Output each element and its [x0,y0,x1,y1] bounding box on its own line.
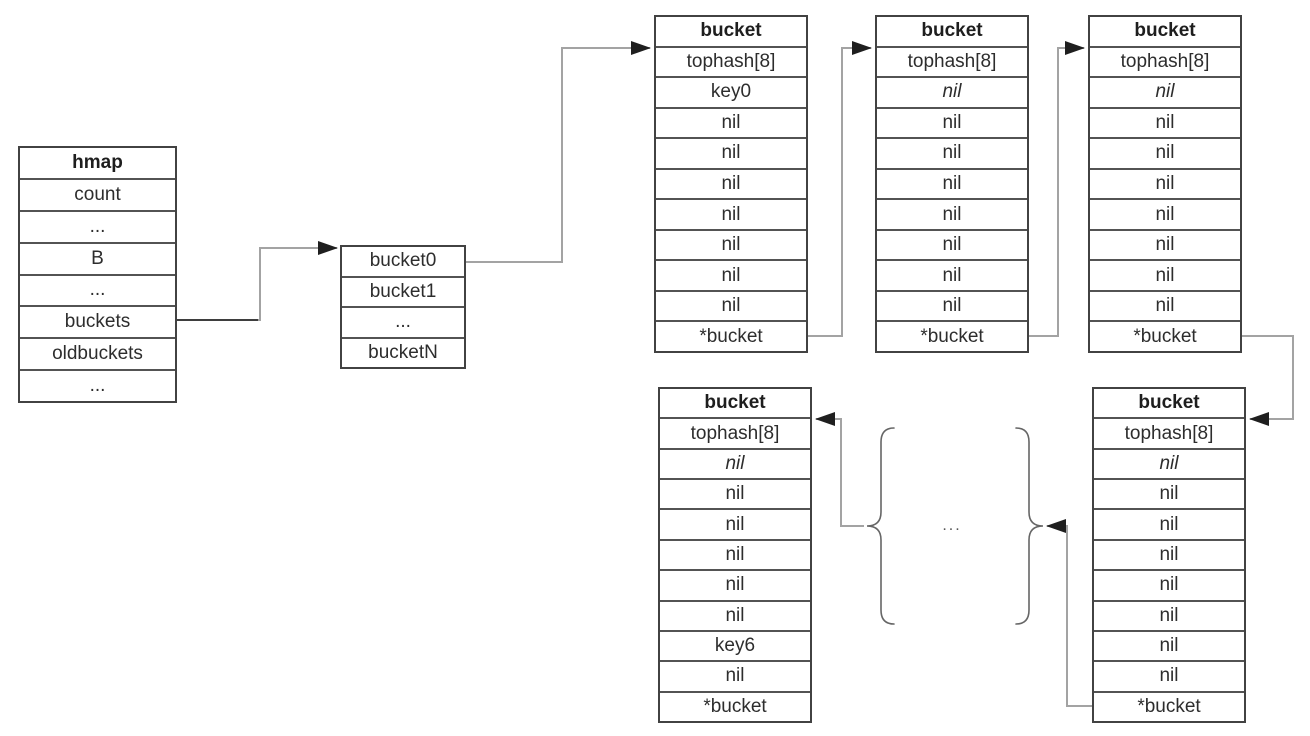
table-row: nil [656,139,806,170]
table-row: nil [1094,480,1244,511]
table-row: nil [877,261,1027,292]
table-row: B [20,244,175,276]
table-row: bucket1 [342,278,464,308]
table-row: nil [1094,632,1244,663]
table-row: nil [1094,541,1244,572]
right-brace [1015,427,1044,625]
table-row: tophash[8] [877,48,1027,79]
arrow-overflow-node2-to-node3 [1029,41,1085,337]
table-row: bucket0 [342,247,464,278]
table-row: nil [1094,571,1244,602]
arrow-bucket0-to-bucket-node-1 [466,41,651,263]
table-row: nil [660,480,810,511]
table-row: ... [89,375,106,397]
arrow-bottom-right-to-ellipsis [1046,519,1092,707]
table-header: bucket [660,389,810,420]
table-row: nil [660,571,810,602]
table-row: *bucket [1137,695,1201,717]
bucket-node-1: bucket tophash[8] key0 nil nil nil nil n… [654,15,808,353]
table-row: *bucket [1133,325,1197,347]
table-row: nil [1090,200,1240,231]
table-row: nil [1090,78,1240,109]
table-row: nil [877,78,1027,109]
table-row: nil [877,200,1027,231]
table-header: bucket [877,17,1027,48]
bucket-node-5: bucket tophash[8] nil nil nil nil nil ni… [1092,387,1246,723]
table-row: nil [656,170,806,201]
table-row: key0 [656,78,806,109]
table-row: nil [1090,139,1240,170]
table-row: nil [660,541,810,572]
table-row: nil [1094,510,1244,541]
table-row: nil [877,292,1027,323]
bucket-node-2: bucket tophash[8] nil nil nil nil nil ni… [875,15,1029,353]
table-row: nil [660,450,810,481]
table-row: *bucket [699,325,763,347]
arrow-ellipsis-to-bottom-left [815,412,864,527]
table-row: tophash[8] [660,419,810,450]
table-row: nil [656,261,806,292]
arrow-overflow-node1-to-node2 [808,41,872,337]
left-brace [866,427,895,625]
arrow-hmap-buckets-to-bucket-array [177,241,338,321]
table-row: nil [656,231,806,262]
table-row: nil [1090,231,1240,262]
hmap-table: hmap count ... B ... buckets oldbuckets … [18,146,177,403]
table-row: nil [656,200,806,231]
table-row: key6 [660,632,810,663]
table-row: bucketN [368,341,438,363]
table-row: nil [660,602,810,632]
table-row: nil [877,139,1027,170]
table-row: tophash[8] [656,48,806,79]
bucket-array-table: bucket0 bucket1 ... bucketN [340,245,466,369]
table-row: *bucket [920,325,984,347]
table-row: ... [20,212,175,244]
table-header: bucket [1094,389,1244,420]
table-row: *bucket [703,695,767,717]
overflow-chain-ellipsis: ... [942,517,962,534]
table-row: nil [1094,450,1244,481]
table-row: nil [1094,602,1244,632]
table-row: tophash[8] [1094,419,1244,450]
arrow-overflow-node3-to-bottom-right [1242,335,1294,426]
table-row: nil [1094,662,1244,693]
table-row: nil [660,662,810,693]
table-header: bucket [656,17,806,48]
table-header: bucket [1090,17,1240,48]
table-row: ... [20,276,175,308]
table-row: nil [1090,292,1240,323]
table-row: nil [656,292,806,323]
table-row: nil [877,170,1027,201]
table-row: nil [660,510,810,541]
table-row: tophash[8] [1090,48,1240,79]
table-row: buckets [20,307,175,340]
table-row: nil [877,231,1027,262]
bucket-node-4: bucket tophash[8] nil nil nil nil nil ni… [658,387,812,723]
table-header: hmap [20,148,175,180]
table-row: nil [1090,109,1240,140]
bucket-node-3: bucket tophash[8] nil nil nil nil nil ni… [1088,15,1242,353]
table-row: nil [1090,170,1240,201]
table-row: count [20,180,175,212]
table-row: oldbuckets [20,339,175,372]
table-row: nil [877,109,1027,140]
table-row: nil [1090,261,1240,292]
table-row: nil [656,109,806,140]
table-row: ... [342,308,464,339]
